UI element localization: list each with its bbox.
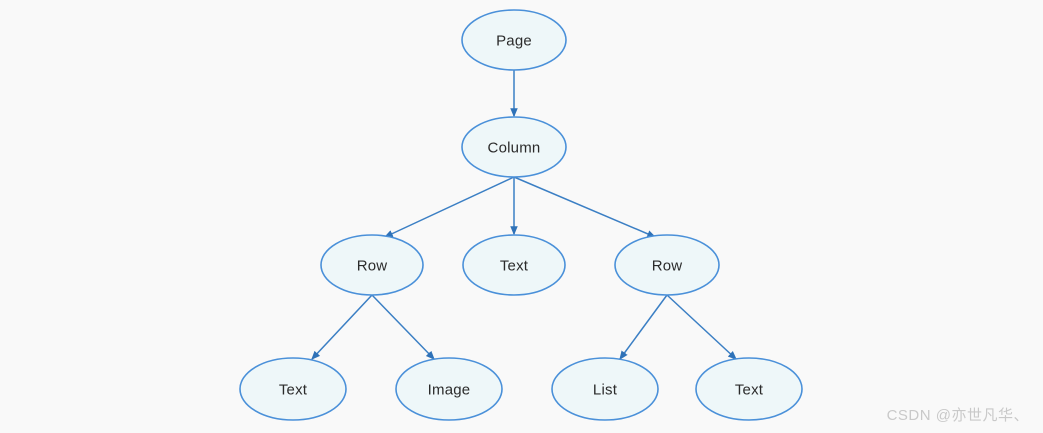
node-text-leaf-left-shape[interactable] — [239, 357, 347, 421]
edge-row-right-to-text — [666, 294, 737, 360]
node-text-leaf-left-label: Text — [279, 382, 308, 399]
node-page[interactable]: Page — [461, 9, 567, 71]
node-page-shape[interactable] — [461, 9, 567, 71]
node-list-label: List — [593, 382, 618, 399]
node-image[interactable]: Image — [395, 357, 503, 421]
node-column-shape[interactable] — [461, 116, 567, 178]
node-row-left[interactable]: Row — [320, 234, 424, 296]
node-text-leaf-right[interactable]: Text — [695, 357, 803, 421]
edge-column-to-row-left — [383, 176, 515, 238]
edges-group — [311, 70, 737, 360]
node-text-middle[interactable]: Text — [462, 234, 566, 296]
edge-row-left-to-text — [311, 294, 373, 360]
node-image-label: Image — [428, 382, 471, 399]
edge-row-left-to-image — [371, 294, 435, 360]
node-row-left-label: Row — [357, 258, 388, 275]
edge-column-to-row-right — [513, 176, 657, 238]
node-row-right-label: Row — [652, 258, 683, 275]
node-text-leaf-right-label: Text — [735, 382, 764, 399]
edge-row-right-to-list — [619, 294, 668, 360]
nodes-group: Page Column Row Text Row Text Image Lis — [239, 9, 803, 421]
node-list[interactable]: List — [551, 357, 659, 421]
node-row-right[interactable]: Row — [614, 234, 720, 296]
node-column-label: Column — [488, 140, 541, 157]
csdn-watermark: CSDN @亦世凡华、 — [886, 407, 1029, 424]
node-page-label: Page — [496, 33, 532, 50]
node-text-leaf-right-shape[interactable] — [695, 357, 803, 421]
node-text-middle-label: Text — [500, 258, 529, 275]
node-text-leaf-left[interactable]: Text — [239, 357, 347, 421]
node-image-shape[interactable] — [395, 357, 503, 421]
node-text-middle-shape[interactable] — [462, 234, 566, 296]
node-row-right-shape[interactable] — [614, 234, 720, 296]
node-list-shape[interactable] — [551, 357, 659, 421]
node-column[interactable]: Column — [461, 116, 567, 178]
node-row-left-shape[interactable] — [320, 234, 424, 296]
